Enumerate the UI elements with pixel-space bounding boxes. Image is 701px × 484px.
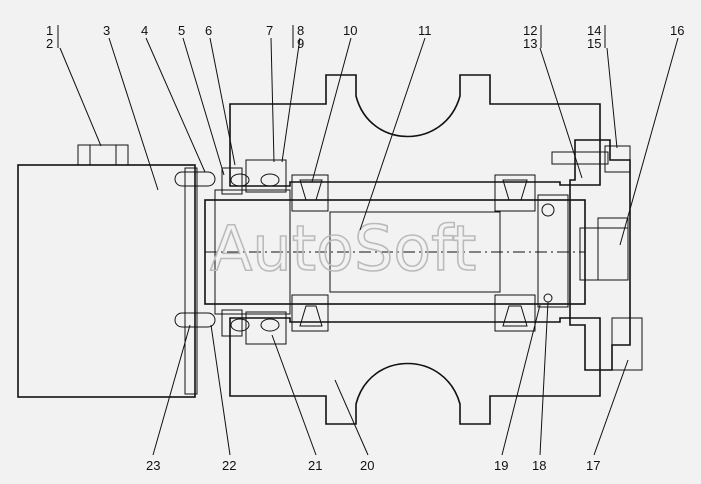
motor-housing: [17, 144, 198, 398]
end-cover: [551, 139, 643, 371]
callout-3: 3: [103, 23, 110, 38]
callout-1: 1: [46, 23, 53, 38]
callout-14: 14: [587, 23, 601, 38]
right-bearings: [494, 174, 569, 332]
stud-bolts: [174, 171, 216, 328]
callout-17: 17: [586, 458, 600, 473]
callout-16: 16: [670, 23, 684, 38]
left-bearings: [214, 159, 329, 345]
callout-5: 5: [178, 23, 185, 38]
callout-15: 15: [587, 36, 601, 51]
leader-lines: [59, 37, 679, 456]
callout-2: 2: [46, 36, 53, 51]
callout-8: 8: [297, 23, 304, 38]
callout-13: 13: [523, 36, 537, 51]
callout-6: 6: [205, 23, 212, 38]
callout-labels: 1 2 3 4 5 6 7 8 9 10 11 12 13 14 15 16 2…: [46, 23, 684, 473]
callout-12: 12: [523, 23, 537, 38]
callout-7: 7: [266, 23, 273, 38]
callout-9: 9: [297, 36, 304, 51]
callout-11: 11: [418, 23, 432, 38]
callout-18: 18: [532, 458, 546, 473]
callout-19: 19: [494, 458, 508, 473]
roller-body: [229, 74, 601, 425]
callout-22: 22: [222, 458, 236, 473]
callout-21: 21: [308, 458, 322, 473]
callout-4: 4: [141, 23, 148, 38]
shaft: [204, 199, 586, 305]
callout-20: 20: [360, 458, 374, 473]
callout-10: 10: [343, 23, 357, 38]
watermark: AutoSoft: [210, 212, 476, 285]
callout-23: 23: [146, 458, 160, 473]
